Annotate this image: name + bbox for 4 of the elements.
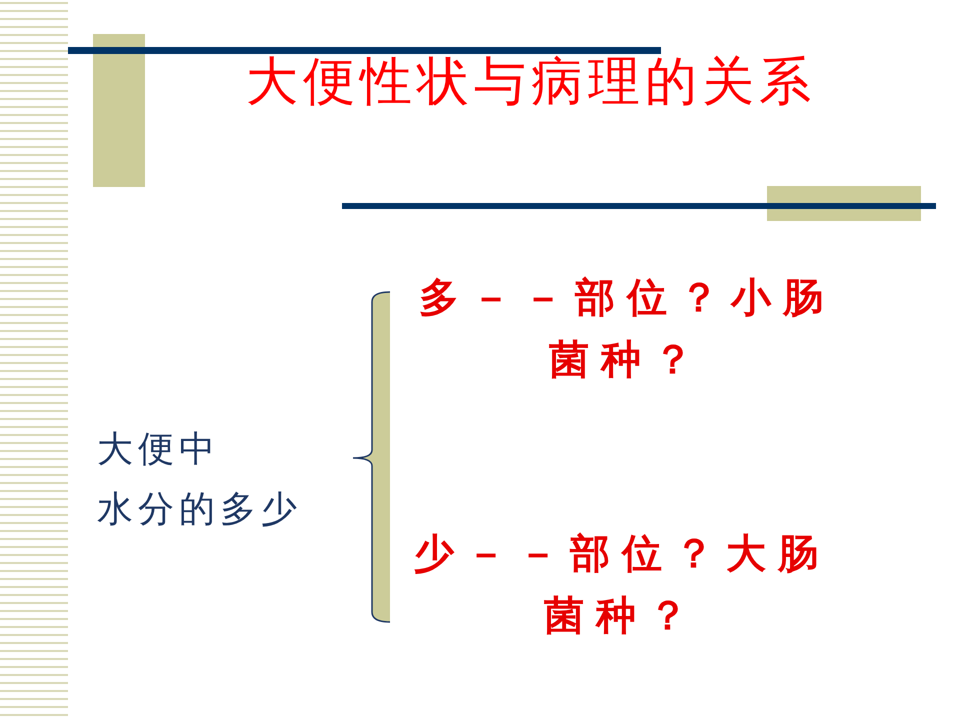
question-text: 少－－部位？大肠菌种？ [414, 530, 830, 641]
question-text: 多－－部位？小肠菌种？ [419, 274, 835, 385]
slide-title: 大便性状与病理的关系 [246, 51, 816, 114]
topic-text: 大便中水分的多少 [97, 428, 302, 532]
